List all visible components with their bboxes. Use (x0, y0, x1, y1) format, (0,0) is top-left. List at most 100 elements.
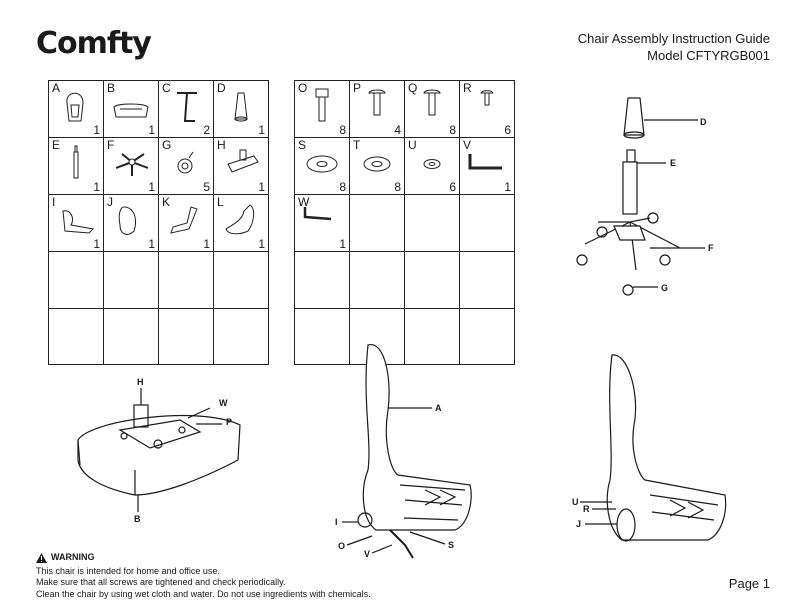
warning-line: Clean the chair by using wet cloth and w… (36, 588, 371, 599)
part-quantity: 1 (93, 123, 100, 137)
chair-side-illustration (342, 344, 472, 559)
washer-icon (363, 156, 391, 172)
empty-cell (405, 309, 460, 365)
seat-cushion-icon (113, 103, 149, 118)
base-assembly-illustration (576, 97, 705, 296)
side-cover-right-icon (225, 204, 255, 235)
document-header: Chair Assembly Instruction Guide Model C… (578, 30, 770, 64)
empty-cell (350, 252, 405, 309)
empty-cell (295, 309, 350, 365)
star-base-icon (115, 153, 149, 176)
part-quantity: 1 (504, 180, 511, 194)
callout-u: U (572, 497, 579, 507)
part-quantity: 6 (504, 123, 511, 137)
empty-cell (214, 252, 269, 309)
part-quantity: 1 (148, 237, 155, 251)
callout-r: R (583, 504, 590, 514)
callout-i: I (335, 517, 338, 527)
tilt-mechanism-icon (227, 149, 259, 173)
part-quantity: 1 (93, 180, 100, 194)
part-quantity: 1 (258, 237, 265, 251)
part-letter: V (463, 138, 472, 152)
part-quantity: 8 (339, 123, 346, 137)
part-letter: E (52, 138, 61, 152)
empty-cell (159, 309, 214, 365)
part-letter: H (217, 138, 226, 152)
warning-notice: WARNING This chair is intended for home … (36, 552, 371, 600)
guide-title: Chair Assembly Instruction Guide (577, 31, 770, 46)
small-screw-icon (480, 90, 494, 106)
part-letter: C (162, 81, 171, 95)
callout-j: J (576, 519, 582, 529)
callout-a: A (435, 403, 442, 413)
part-letter: W (298, 195, 310, 209)
callout-g: G (661, 283, 669, 293)
part-letter: A (52, 81, 61, 95)
long-bolt-icon (315, 88, 329, 122)
part-quantity: 1 (148, 180, 155, 194)
part-quantity: 1 (258, 123, 265, 137)
washer-large-icon (306, 155, 338, 173)
seat-cushion-illustration (77, 388, 241, 512)
empty-cell (460, 252, 515, 309)
part-letter: P (353, 81, 362, 95)
part-letter: F (107, 138, 115, 152)
part-letter: D (217, 81, 226, 95)
empty-cell (405, 195, 460, 252)
part-quantity: 8 (339, 180, 346, 194)
part-letter: L (217, 195, 224, 209)
callout-v: V (364, 549, 371, 559)
part-quantity: 5 (203, 180, 210, 194)
model-number: Model CFTYRGB001 (647, 48, 770, 63)
empty-cell (460, 195, 515, 252)
part-letter: B (107, 81, 116, 95)
empty-cell (350, 195, 405, 252)
empty-cell (159, 252, 214, 309)
part-quantity: 1 (258, 180, 265, 194)
chair-side-right-illustration (580, 354, 727, 542)
brand-logo: Comfty (36, 26, 152, 61)
part-quantity: 8 (449, 123, 456, 137)
washer-small-icon (423, 159, 441, 169)
callout-o: O (338, 541, 346, 551)
bracket-left-icon (62, 210, 95, 234)
part-quantity: 1 (203, 237, 210, 251)
side-cover-icon (118, 206, 137, 235)
part-letter: U (408, 138, 417, 152)
armrest-icon (177, 92, 197, 122)
caster-icon (177, 151, 194, 174)
callout-s: S (448, 540, 455, 550)
part-quantity: 2 (203, 123, 210, 137)
empty-cell (460, 309, 515, 365)
callout-e: E (670, 158, 677, 168)
empty-cell (405, 252, 460, 309)
part-quantity: 4 (394, 123, 401, 137)
seat-back-icon (66, 92, 84, 122)
empty-cell (49, 309, 104, 365)
warning-line: This chair is intended for home and offi… (36, 565, 220, 576)
warning-line: Make sure that all screws are tightened … (36, 577, 286, 587)
callout-f: F (708, 243, 714, 253)
allen-key-small-icon (303, 207, 332, 221)
part-letter: K (162, 195, 171, 209)
empty-cell (104, 309, 159, 365)
part-quantity: 8 (394, 180, 401, 194)
